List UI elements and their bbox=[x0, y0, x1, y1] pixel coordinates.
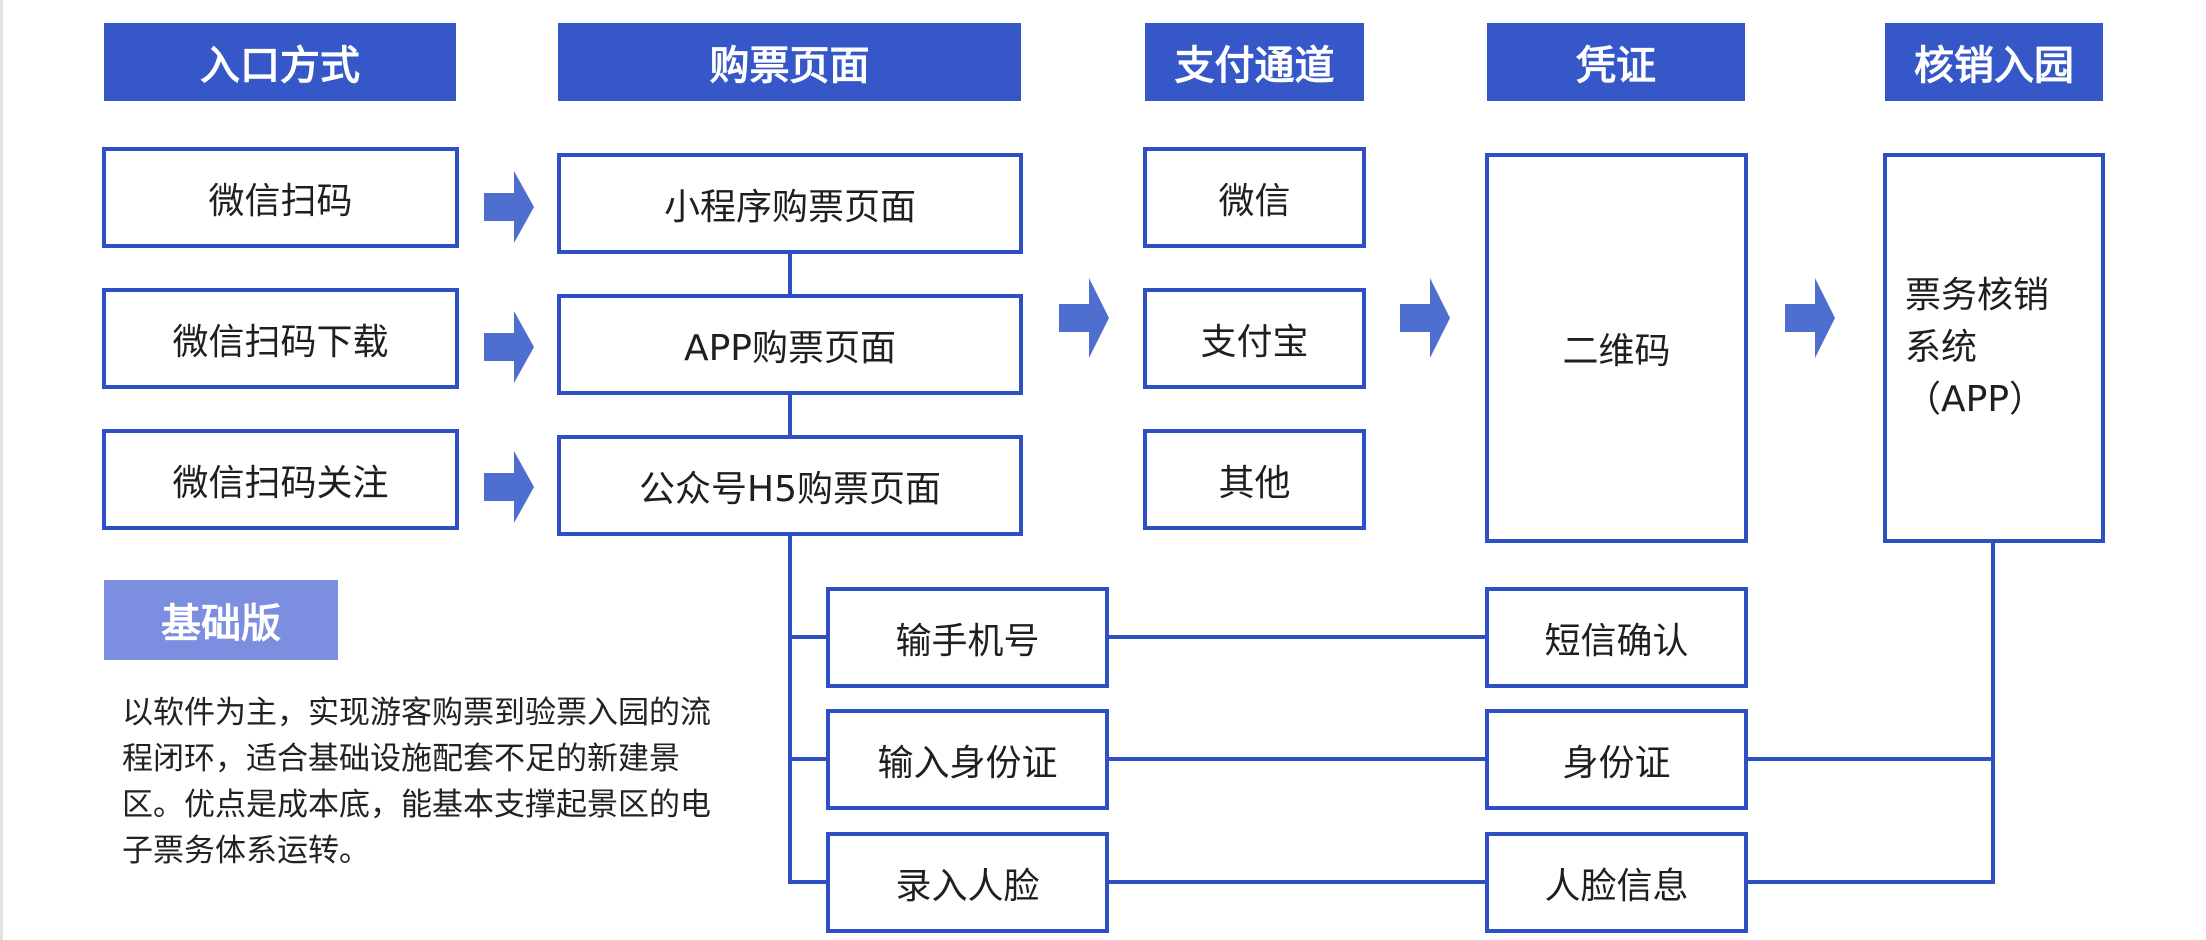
arrow-entry-page-3 bbox=[484, 451, 534, 523]
arrow-voucher-checkin bbox=[1785, 278, 1835, 358]
input-item-face: 录入人脸 bbox=[826, 832, 1109, 933]
edition-badge: 基础版 bbox=[104, 580, 338, 660]
left-edge-rule bbox=[0, 0, 3, 940]
checkin-system: 票务核销系统（APP） bbox=[1883, 153, 2105, 543]
header-voucher: 凭证 bbox=[1487, 23, 1745, 101]
page-item-app: APP购票页面 bbox=[557, 294, 1023, 395]
header-page: 购票页面 bbox=[558, 23, 1021, 101]
payment-item-wechat: 微信 bbox=[1143, 147, 1366, 248]
payment-item-other: 其他 bbox=[1143, 429, 1366, 530]
arrow-entry-page-2 bbox=[484, 311, 534, 383]
input-item-idcard: 输入身份证 bbox=[826, 709, 1109, 810]
arrow-payment-voucher bbox=[1400, 278, 1450, 358]
entry-item-scan: 微信扫码 bbox=[102, 147, 459, 248]
input-item-phone: 输手机号 bbox=[826, 587, 1109, 688]
entry-item-scan-download: 微信扫码下载 bbox=[102, 288, 459, 389]
header-checkin: 核销入园 bbox=[1885, 23, 2103, 101]
arrow-entry-page-1 bbox=[484, 171, 534, 243]
entry-item-scan-follow: 微信扫码关注 bbox=[102, 429, 459, 530]
page-item-h5: 公众号H5购票页面 bbox=[557, 435, 1023, 536]
voucher-qrcode: 二维码 bbox=[1485, 153, 1748, 543]
voucher-item-idcard: 身份证 bbox=[1485, 709, 1748, 810]
header-entry: 入口方式 bbox=[104, 23, 456, 101]
voucher-item-face: 人脸信息 bbox=[1485, 832, 1748, 933]
payment-item-alipay: 支付宝 bbox=[1143, 288, 1366, 389]
arrow-page-payment bbox=[1059, 278, 1109, 358]
voucher-item-sms: 短信确认 bbox=[1485, 587, 1748, 688]
edition-description: 以软件为主，实现游客购票到验票入园的流程闭环，适合基础设施配套不足的新建景区。优… bbox=[122, 695, 711, 869]
header-payment: 支付通道 bbox=[1145, 23, 1364, 101]
page-item-miniprogram: 小程序购票页面 bbox=[557, 153, 1023, 254]
